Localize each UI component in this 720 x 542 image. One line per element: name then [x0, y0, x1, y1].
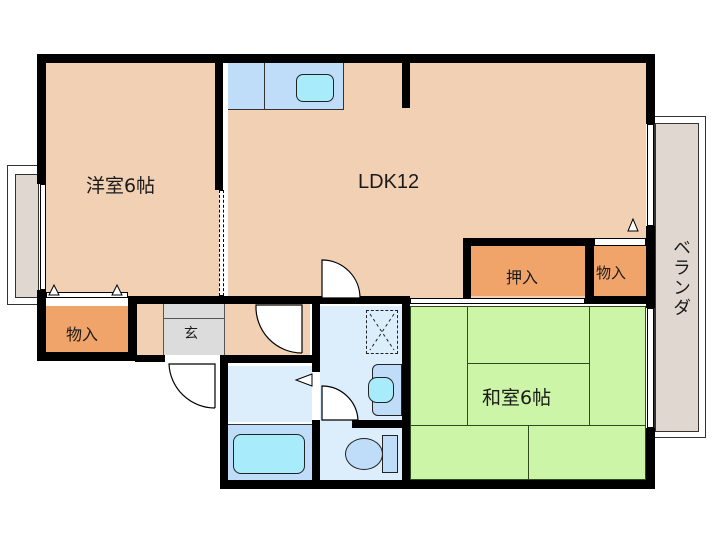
wall — [463, 238, 653, 246]
wall — [646, 226, 655, 308]
western-room-floor — [45, 62, 220, 298]
door-marker-icon — [111, 283, 123, 296]
toilet-tank — [382, 435, 398, 473]
wall — [128, 296, 410, 304]
wall — [402, 54, 410, 108]
wall — [220, 480, 654, 489]
kitchen-divider — [264, 62, 265, 110]
wall — [352, 420, 408, 428]
bathtub-icon — [233, 434, 305, 474]
door-swing-icon — [168, 363, 216, 409]
ldk-label: LDK12 — [358, 171, 420, 193]
washroom-floor — [228, 366, 312, 422]
vanity-sink-icon — [368, 377, 394, 403]
wall — [312, 420, 320, 488]
wall — [37, 54, 46, 184]
entrance-label: 玄 — [184, 326, 198, 342]
door-swing-icon — [321, 259, 361, 299]
wall — [37, 54, 654, 63]
entrance-step-line — [163, 318, 225, 319]
sliding-door — [219, 190, 224, 296]
wall — [646, 54, 655, 124]
wall — [220, 355, 320, 363]
veranda-right — [655, 123, 699, 432]
window — [647, 308, 654, 428]
window — [40, 184, 46, 290]
japanese-room-label: 和室6帖 — [482, 387, 552, 409]
door-marker-icon — [627, 217, 639, 232]
wall — [135, 355, 165, 362]
wall — [312, 296, 320, 372]
door-marker-icon — [48, 283, 60, 296]
washing-machine-pan — [366, 310, 398, 354]
storage-right-door — [594, 238, 646, 246]
wall — [220, 355, 228, 489]
door-swing-icon — [255, 304, 303, 354]
closet-sliding-door — [410, 298, 585, 304]
wall — [37, 352, 137, 361]
closet-floor — [471, 246, 585, 296]
storage-door — [46, 292, 128, 298]
entrance-tile — [163, 303, 225, 355]
door-swing-icon — [294, 373, 313, 387]
wall — [646, 428, 655, 489]
wall — [37, 290, 46, 358]
wall — [463, 238, 471, 300]
veranda-label: ベランダ — [670, 238, 691, 318]
storage-left-floor — [45, 306, 129, 358]
tatami-mat — [589, 306, 646, 426]
door-swing-icon — [321, 385, 359, 421]
tatami-mat — [528, 425, 646, 480]
kitchen-sink-icon — [296, 74, 334, 102]
toilet-bowl-icon — [345, 438, 383, 470]
tatami-mat — [410, 425, 529, 480]
storage-right-floor — [594, 246, 646, 296]
window — [647, 124, 654, 226]
wall — [215, 54, 223, 190]
wall — [585, 296, 653, 304]
tatami-mat — [410, 306, 468, 426]
storage-right-label: 物入 — [596, 264, 627, 282]
wall — [128, 298, 137, 361]
western-room-label: 洋室6帖 — [86, 175, 156, 197]
closet-label: 押入 — [506, 268, 539, 287]
veranda-left — [15, 174, 39, 298]
washing-machine-x-icon — [369, 313, 395, 351]
wall — [402, 296, 410, 488]
wall — [585, 238, 594, 300]
tatami-mat — [467, 306, 590, 364]
storage-left-label: 物入 — [66, 325, 99, 344]
